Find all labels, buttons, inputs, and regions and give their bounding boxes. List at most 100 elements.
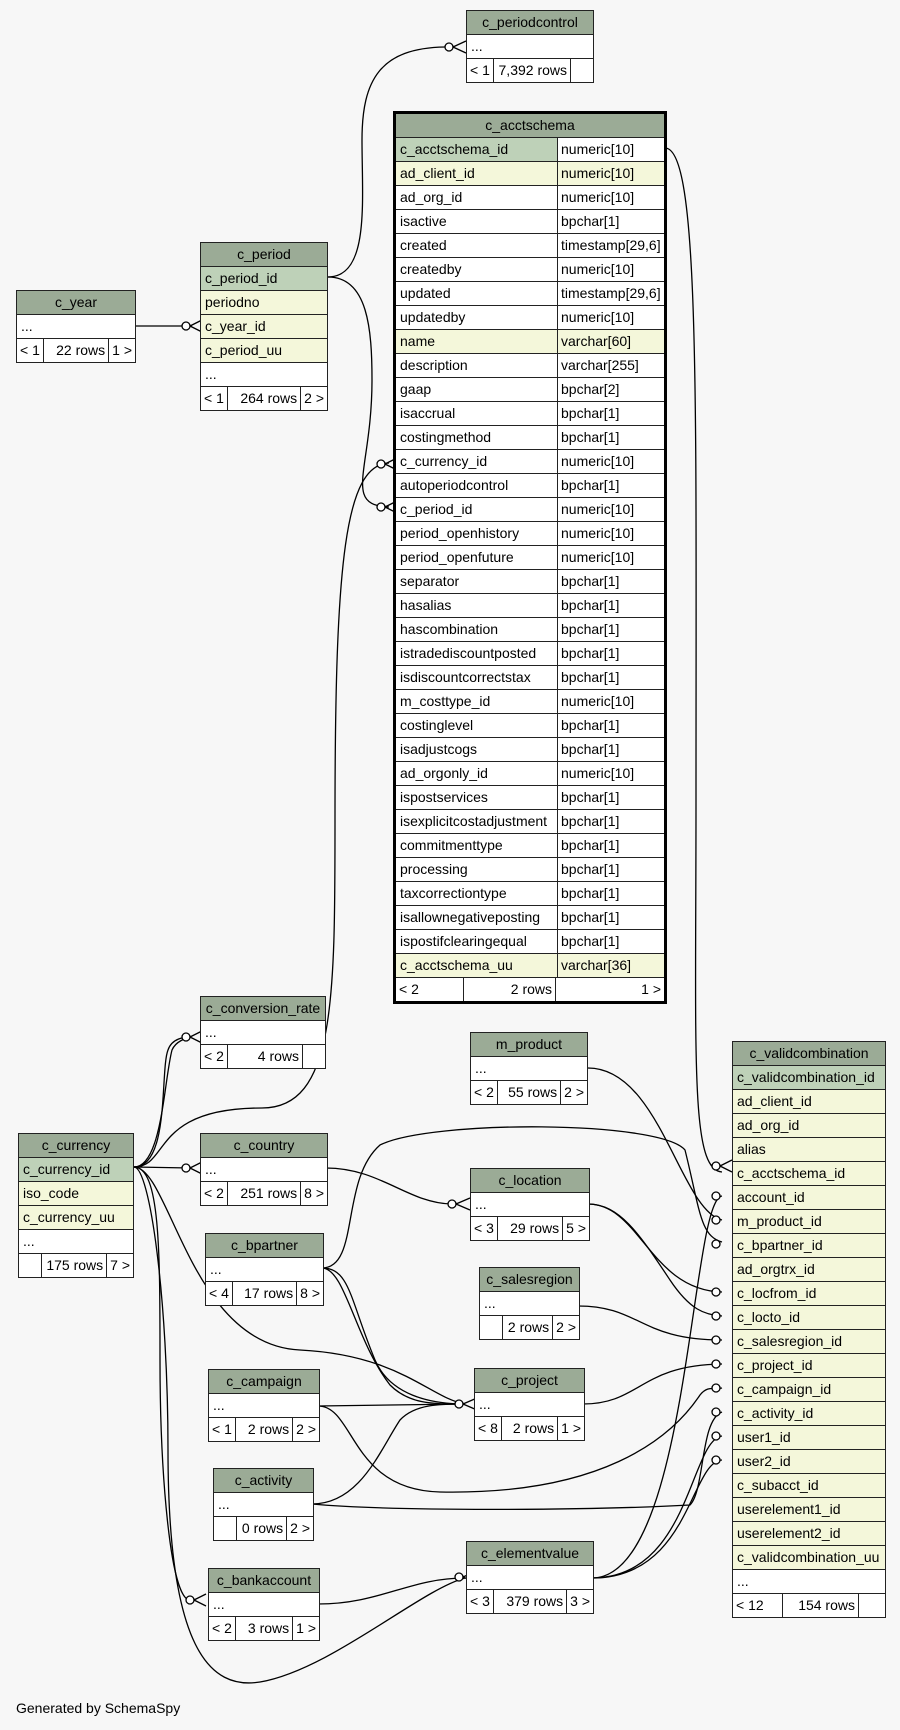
children-count[interactable]: [302, 1045, 325, 1068]
table-c-location[interactable]: c_location ... < 3 29 rows 5 >: [470, 1168, 590, 1241]
row-count: 7,392 rows: [492, 59, 570, 82]
table-c-period[interactable]: c_period c_period_id periodno c_year_id …: [200, 242, 328, 411]
table-c-periodcontrol[interactable]: c_periodcontrol ... < 1 7,392 rows: [466, 10, 594, 83]
table-c-bpartner[interactable]: c_bpartner ... < 4 17 rows 8 >: [205, 1233, 324, 1306]
parents-count[interactable]: < 2: [212, 1620, 232, 1636]
children-count[interactable]: 2 >: [286, 1517, 313, 1540]
column-name: c_subacct_id: [737, 1477, 819, 1493]
children-count[interactable]: 2 >: [300, 387, 327, 410]
column-type: bpchar[2]: [557, 378, 664, 401]
table-c-elementvalue[interactable]: c_elementvalue ... < 3 379 rows 3 >: [466, 1541, 594, 1614]
children-count[interactable]: 3 >: [566, 1590, 593, 1613]
column-row: userelement2_id: [733, 1522, 885, 1546]
parents-count[interactable]: < 8: [478, 1420, 498, 1436]
children-count[interactable]: [858, 1594, 885, 1617]
parents-count[interactable]: < 3: [474, 1220, 494, 1236]
ellipsis: ...: [210, 1261, 222, 1277]
table-name[interactable]: c_year: [17, 291, 135, 315]
parents-count[interactable]: < 2: [399, 981, 419, 997]
table-m-product[interactable]: m_product ... < 2 55 rows 2 >: [470, 1032, 588, 1105]
parents-count[interactable]: < 1: [204, 390, 224, 406]
children-count[interactable]: 1 >: [555, 978, 664, 1001]
row-count: 0 rows: [236, 1517, 286, 1540]
children-count[interactable]: 8 >: [296, 1282, 323, 1305]
table-name[interactable]: c_acctschema: [396, 114, 664, 138]
table-c-salesregion[interactable]: c_salesregion ... 2 rows 2 >: [479, 1267, 580, 1340]
children-count[interactable]: 2 >: [292, 1418, 319, 1441]
column-row: alias: [733, 1138, 885, 1162]
column-type: bpchar[1]: [557, 666, 664, 689]
table-name[interactable]: c_conversion_rate: [201, 997, 325, 1021]
table-name[interactable]: c_elementvalue: [467, 1542, 593, 1566]
table-name[interactable]: m_product: [471, 1033, 587, 1057]
column-type: bpchar[1]: [557, 210, 664, 233]
table-c-validcombination[interactable]: c_validcombination c_validcombination_id…: [732, 1041, 886, 1618]
table-c-bankaccount[interactable]: c_bankaccount ... < 2 3 rows 1 >: [208, 1568, 320, 1641]
table-name[interactable]: c_bankaccount: [209, 1569, 319, 1593]
column-row: c_salesregion_id: [733, 1330, 885, 1354]
table-c-activity[interactable]: c_activity ... 0 rows 2 >: [213, 1468, 314, 1541]
column-name: c_salesregion_id: [737, 1333, 843, 1349]
parents-count[interactable]: [480, 1316, 502, 1339]
table-name[interactable]: c_periodcontrol: [467, 11, 593, 35]
row-count: 379 rows: [492, 1590, 566, 1613]
parents-count[interactable]: < 4: [209, 1285, 229, 1301]
table-c-country[interactable]: c_country ... < 2 251 rows 8 >: [200, 1133, 328, 1206]
children-count[interactable]: 1 >: [557, 1417, 584, 1440]
table-c-conversion-rate[interactable]: c_conversion_rate ... < 2 4 rows: [200, 996, 326, 1069]
column-name: c_activity_id: [737, 1405, 814, 1421]
parents-count[interactable]: < 1: [470, 62, 490, 78]
table-name[interactable]: c_activity: [214, 1469, 313, 1493]
table-name[interactable]: c_location: [471, 1169, 589, 1193]
column-name: c_currency_uu: [23, 1209, 115, 1225]
children-count[interactable]: 2 >: [560, 1081, 587, 1104]
table-c-campaign[interactable]: c_campaign ... < 1 2 rows 2 >: [208, 1369, 320, 1442]
table-c-year[interactable]: c_year ... < 1 22 rows 1 >: [16, 290, 136, 363]
parents-count[interactable]: < 12: [736, 1597, 764, 1613]
ellipsis: ...: [213, 1397, 225, 1413]
table-name[interactable]: c_project: [475, 1369, 584, 1393]
table-c-currency[interactable]: c_currency c_currency_id iso_code c_curr…: [18, 1133, 134, 1278]
table-name[interactable]: c_period: [201, 243, 327, 267]
children-count[interactable]: [570, 59, 593, 82]
parents-count[interactable]: < 1: [20, 342, 40, 358]
table-name[interactable]: c_bpartner: [206, 1234, 323, 1258]
children-count[interactable]: 1 >: [108, 339, 135, 362]
column-type: numeric[10]: [557, 546, 664, 569]
column-name: period_openhistory: [400, 525, 520, 541]
parents-count[interactable]: [19, 1254, 41, 1277]
column-row: c_campaign_id: [733, 1378, 885, 1402]
parents-count[interactable]: < 3: [470, 1593, 490, 1609]
parents-count[interactable]: < 1: [212, 1421, 232, 1437]
column-name: ad_org_id: [737, 1117, 800, 1133]
table-name[interactable]: c_country: [201, 1134, 327, 1158]
children-count[interactable]: 1 >: [292, 1617, 319, 1640]
parents-count[interactable]: < 2: [204, 1185, 224, 1201]
ellipsis: ...: [479, 1396, 491, 1412]
table-name[interactable]: c_campaign: [209, 1370, 319, 1394]
children-count[interactable]: 5 >: [562, 1217, 589, 1240]
column-name: autoperiodcontrol: [400, 477, 509, 493]
column-name: c_period_id: [400, 501, 473, 517]
children-count[interactable]: 2 >: [552, 1316, 579, 1339]
table-c-project[interactable]: c_project ... < 8 2 rows 1 >: [474, 1368, 585, 1441]
column-name: c_acctschema_id: [400, 141, 509, 157]
table-name[interactable]: c_salesregion: [480, 1268, 579, 1292]
table-c-acctschema[interactable]: c_acctschema c_acctschema_id numeric[10] a…: [393, 111, 667, 1004]
parents-count[interactable]: < 2: [474, 1084, 494, 1100]
column-row: c_validcombination_id: [733, 1066, 885, 1090]
column-type: bpchar[1]: [557, 906, 664, 929]
table-name[interactable]: c_currency: [19, 1134, 133, 1158]
children-count[interactable]: 8 >: [300, 1182, 327, 1205]
parents-count[interactable]: [214, 1517, 236, 1540]
column-row: account_id: [733, 1186, 885, 1210]
column-type: bpchar[1]: [557, 834, 664, 857]
table-name[interactable]: c_validcombination: [733, 1042, 885, 1066]
parents-count[interactable]: < 2: [204, 1048, 224, 1064]
children-count[interactable]: 7 >: [106, 1254, 133, 1277]
